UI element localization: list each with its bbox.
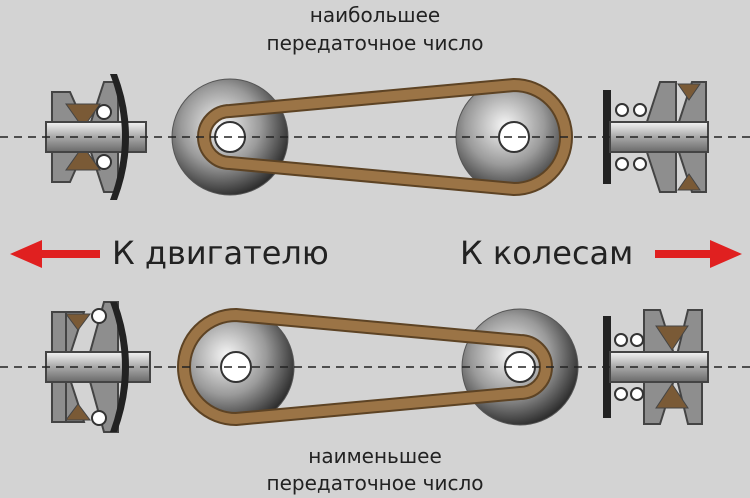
- direction-arrows: [10, 240, 742, 268]
- bottom-label-line2: передаточное число: [266, 471, 484, 495]
- direction-right-label: К колесам: [460, 234, 634, 272]
- top-label-line1: наибольшее: [309, 3, 441, 27]
- left-arrow-icon: [10, 240, 42, 268]
- top-label-line2: передаточное число: [266, 31, 484, 55]
- direction-left-label: К двигателю: [112, 234, 329, 272]
- top-belt: [199, 80, 571, 194]
- top-assembly: [0, 74, 750, 200]
- right-arrow-icon: [710, 240, 742, 268]
- bottom-label-line1: наименьшее: [308, 444, 442, 468]
- bottom-belt: [179, 310, 551, 424]
- bottom-assembly: [0, 301, 750, 433]
